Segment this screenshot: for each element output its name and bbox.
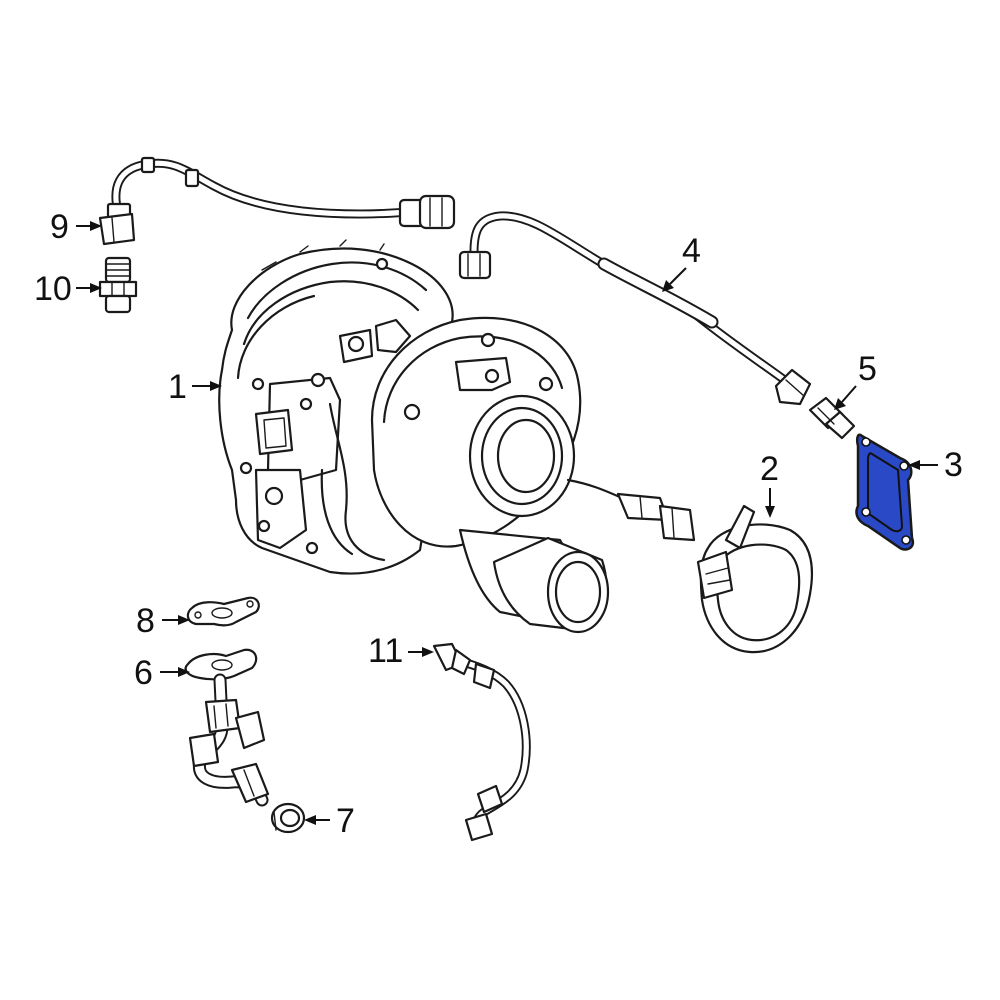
part-6-oil-drain-tube[interactable] [184, 648, 270, 807]
callout-2: 2 [760, 450, 779, 518]
callout-label: 7 [336, 802, 355, 840]
callout-label: 5 [858, 350, 877, 388]
callout-7: 7 [304, 802, 355, 840]
part-7-plug[interactable] [270, 802, 306, 834]
callout-11: 11 [368, 632, 434, 670]
part-4-oil-line[interactable] [458, 211, 812, 406]
callout-6: 6 [134, 654, 190, 692]
callout-label: 2 [760, 450, 779, 488]
callout-5: 5 [834, 350, 877, 410]
part-2-v-band-clamp[interactable] [696, 504, 814, 654]
callout-1: 1 [168, 368, 222, 406]
gasket-body [855, 433, 915, 551]
callout-label: 8 [136, 602, 155, 640]
callout-3: 3 [908, 446, 963, 484]
part-1-turbocharger[interactable] [218, 239, 696, 634]
callout-label: 1 [168, 368, 187, 406]
callout-label: 10 [34, 270, 72, 308]
callout-4: 4 [662, 232, 701, 292]
part-5-fitting[interactable] [808, 396, 856, 440]
callout-9: 9 [50, 208, 102, 246]
callout-label: 3 [944, 446, 963, 484]
part-11-sensor-line[interactable] [432, 642, 531, 842]
callout-label: 4 [682, 232, 701, 270]
part-8-gasket[interactable] [186, 596, 260, 627]
callout-10: 10 [34, 270, 102, 308]
callout-label: 9 [50, 208, 69, 246]
callout-label: 6 [134, 654, 153, 692]
part-9-feed-line[interactable] [98, 156, 456, 246]
callout-label: 11 [368, 632, 403, 670]
callout-8: 8 [136, 602, 190, 640]
part-10-fitting[interactable] [98, 256, 138, 314]
part-3-gasket[interactable] [855, 433, 915, 551]
